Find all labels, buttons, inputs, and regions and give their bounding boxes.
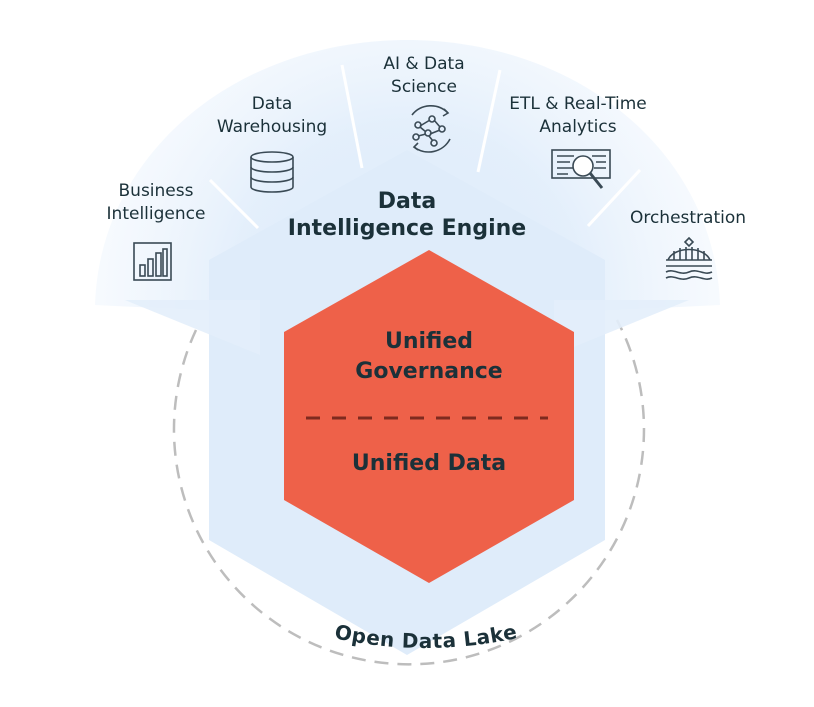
workload-label-data-warehousing: Data Warehousing	[216, 94, 328, 137]
unified-core-hexagon	[284, 250, 574, 583]
workload-label-orchestration: Orchestration	[629, 208, 747, 228]
divider-ray	[208, 178, 260, 230]
workload-label-ai-data-science: AI & Data Science	[383, 54, 465, 97]
open-data-lake-ring	[172, 319, 646, 666]
unified-governance-label: Unified Governance	[355, 329, 503, 384]
workload-label-business-intelligence: Business Intelligence	[106, 181, 206, 224]
workload-label-etl-analytics: ETL & Real-Time Analytics	[509, 94, 647, 137]
engine-title: Data Intelligence Engine	[287, 189, 527, 241]
bar-chart-icon	[133, 242, 172, 281]
divider-ray	[340, 64, 364, 169]
neural-network-icon	[411, 105, 451, 153]
halo-wing-left	[125, 300, 260, 355]
halo-wing-right	[554, 300, 689, 355]
bridge-icon	[665, 236, 713, 280]
data-search-icon	[551, 149, 611, 189]
divider-ray	[476, 69, 502, 173]
divider-ray	[586, 168, 642, 228]
unified-data-label: Unified Data	[351, 451, 507, 476]
database-icon	[250, 151, 294, 193]
